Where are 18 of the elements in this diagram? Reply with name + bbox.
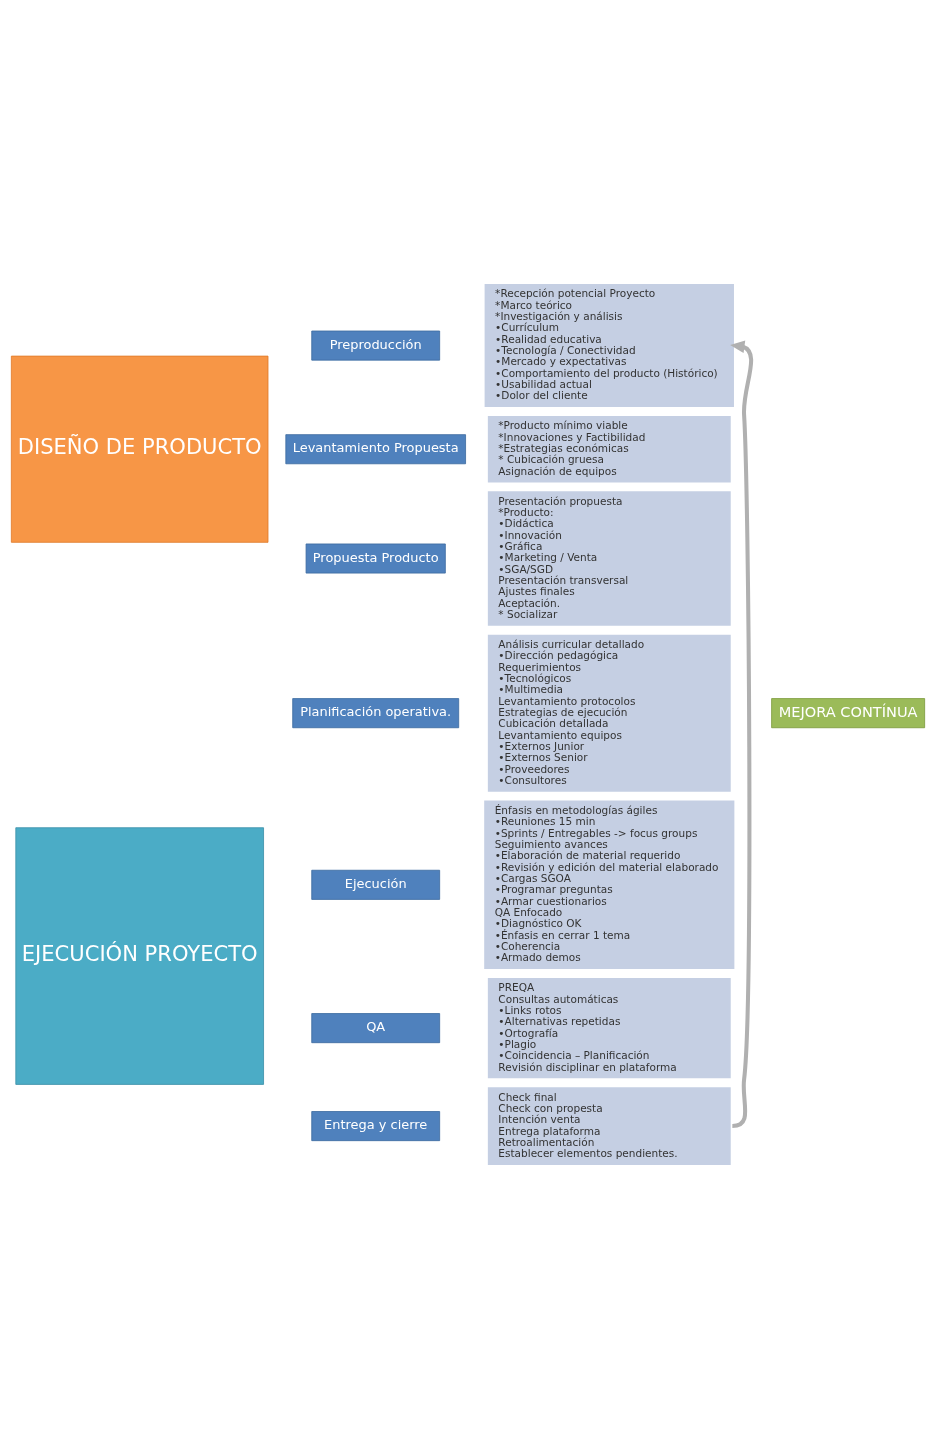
node-box: Entrega y cierre (311, 1111, 441, 1142)
node-box: Presentación propuesta *Producto: •Didáctica •Innovación •Gráfica •Marketing / Venta •SGA/SGD Presentación transversal Ajustes finales Aceptación. * Socializar (486, 489, 733, 628)
node-box: Check final Check con propesta Intención venta Entrega plataforma Retroalimentación Establecer elementos pendientes. (486, 1085, 733, 1167)
node-box: DISEÑO DE PRODUCTO (10, 355, 269, 543)
node-box: MEJORA CONTÍNUA (771, 698, 926, 729)
node-box: Preproducción (311, 330, 441, 361)
node-box: EJECUCIÓN PROYECTO (15, 827, 264, 1085)
arrow (730, 340, 754, 1129)
node-box: Propuesta Producto (305, 543, 446, 574)
node-box: Análisis curricular detallado •Dirección pedagógica Requerimientos •Tecnológicos •Multimedia Levantamiento protocolos Estrategias de ejecución Cubicación detallada Levantamiento equipos •Externos Junior •Externos Senior •Proveedores •Consultores (486, 633, 733, 794)
node-box: PREQA Consultas automáticas •Links rotos •Alternativas repetidas •Ortografía •Plagio •Coincidencia – Planificación Revisión disciplinar en plataforma (486, 976, 733, 1080)
node-box: *Producto mínimo viable *Innovaciones y Factibilidad *Estrategias económicas * Cubicación gruesa Asignación de equipos (486, 414, 733, 485)
node-box: Levantamiento Propuesta (285, 434, 466, 465)
node-box: *Recepción potencial Proyecto *Marco teórico *Investigación y análisis •Currículum •Realidad educativa •Tecnología / Conectividad •Mercado y expectativas •Comportamiento del producto (Histórico) •Usabilidad actual •Dolor del cliente (483, 282, 736, 409)
node-box: Énfasis en metodologías ágiles •Reuniones 15 min •Sprints / Entregables -> focus groups Seguimiento avances •Elaboración de material requerido •Revisión y edición del material elaborado •Cargas SGOA •Programar preguntas •Armar cuestionarios QA Enfocado •Diagnóstico OK •Énfasis en cerrar 1 tema •Coherencia •Armado demos (482, 799, 736, 971)
node-box: Planificación operativa. (292, 698, 460, 729)
node-box: QA (311, 1013, 441, 1044)
node-box: Ejecución (311, 869, 441, 900)
